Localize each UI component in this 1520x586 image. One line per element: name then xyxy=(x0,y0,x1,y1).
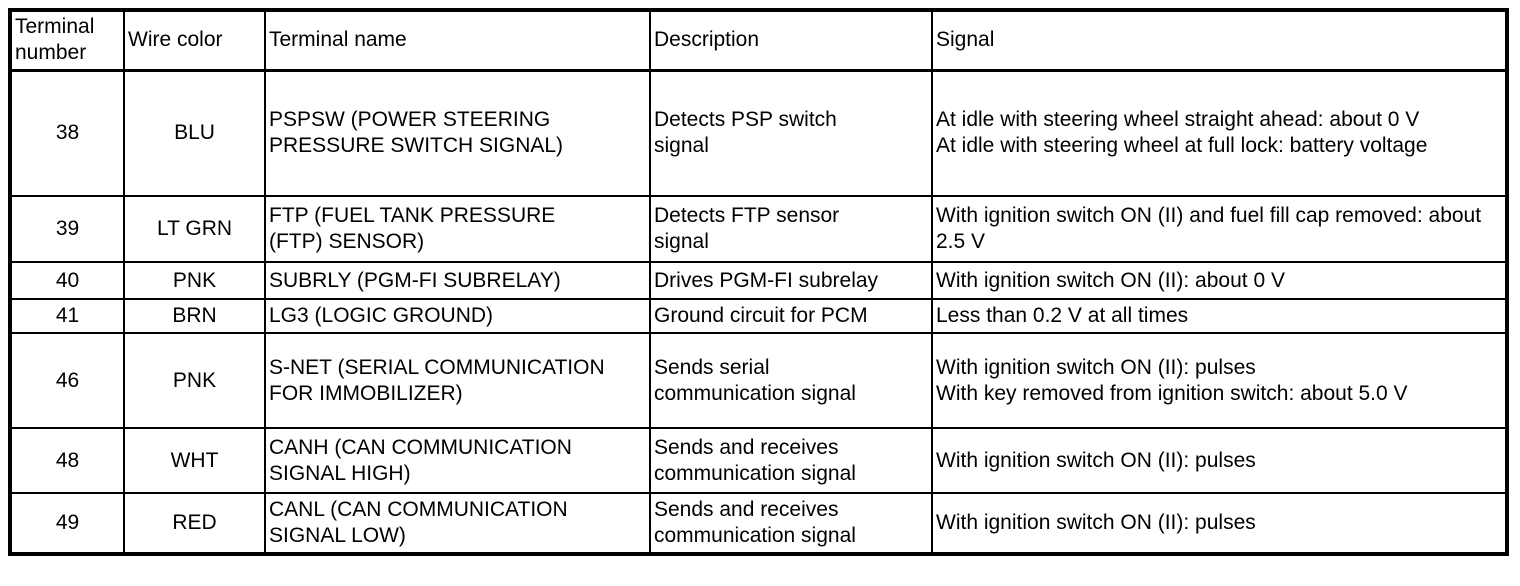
signal-cell: With ignition switch ON (II): pulses xyxy=(931,427,1508,494)
description-cell: Detects FTP sensor signal xyxy=(649,195,933,263)
wire-color-cell: BRN xyxy=(123,298,266,334)
terminal-number-cell: 38 xyxy=(9,69,125,197)
terminal-name-cell: S-NET (SERIAL COMMUNICATION FOR IMMOBILI… xyxy=(264,332,651,429)
table-header-row: Terminal number Wire color Terminal name… xyxy=(9,9,1508,72)
table-row: 38 BLU PSPSW (POWER STEERING PRESSURE SW… xyxy=(9,69,1508,197)
table-row: 46 PNK S-NET (SERIAL COMMUNICATION FOR I… xyxy=(9,332,1508,429)
wire-color-cell: RED xyxy=(123,492,266,555)
column-header-terminal-name: Terminal name xyxy=(264,9,651,72)
terminal-name-cell: PSPSW (POWER STEERING PRESSURE SWITCH SI… xyxy=(264,69,651,197)
wire-color-cell: LT GRN xyxy=(123,195,266,263)
column-header-description: Description xyxy=(649,9,933,72)
description-cell: Sends serial communication signal xyxy=(649,332,933,429)
signal-cell: With ignition switch ON (II): pulses xyxy=(931,492,1508,555)
wire-color-cell: PNK xyxy=(123,332,266,429)
wire-color-cell: PNK xyxy=(123,261,266,300)
terminal-number-cell: 41 xyxy=(9,298,125,334)
description-cell: Sends and receives communication signal xyxy=(649,427,933,494)
description-cell: Sends and receives communication signal xyxy=(649,492,933,555)
signal-line: At idle with steering wheel at full lock… xyxy=(936,134,1428,158)
signal-cell: With ignition switch ON (II) and fuel fi… xyxy=(931,195,1508,263)
terminal-name-cell: CANH (CAN COMMUNICATION SIGNAL HIGH) xyxy=(264,427,651,494)
terminal-name-cell: SUBRLY (PGM-FI SUBRELAY) xyxy=(264,261,651,300)
table-header: Terminal number Wire color Terminal name… xyxy=(9,9,1508,72)
signal-cell: At idle with steering wheel straight ahe… xyxy=(931,69,1508,197)
terminal-name-cell: LG3 (LOGIC GROUND) xyxy=(264,298,651,334)
table-row: 49 RED CANL (CAN COMMUNICATION SIGNAL LO… xyxy=(9,492,1508,555)
signal-cell: With ignition switch ON (II): pulses Wit… xyxy=(931,332,1508,429)
signal-line: With ignition switch ON (II): pulses xyxy=(936,448,1256,472)
signal-line: With ignition switch ON (II): pulses xyxy=(936,511,1256,534)
column-header-terminal-number: Terminal number xyxy=(9,9,125,72)
terminal-number-cell: 46 xyxy=(9,332,125,429)
terminal-number-cell: 48 xyxy=(9,427,125,494)
terminal-number-cell: 39 xyxy=(9,195,125,263)
terminal-number-cell: 49 xyxy=(9,492,125,555)
signal-cell: Less than 0.2 V at all times xyxy=(931,298,1508,334)
terminal-name-cell: FTP (FUEL TANK PRESSURE (FTP) SENSOR) xyxy=(264,195,651,263)
description-cell: Ground circuit for PCM xyxy=(649,298,933,334)
wire-color-cell: WHT xyxy=(123,427,266,494)
column-header-wire-color: Wire color xyxy=(123,9,266,72)
terminal-table: Terminal number Wire color Terminal name… xyxy=(8,8,1509,556)
signal-line: With ignition switch ON (II) and fuel fi… xyxy=(936,204,1482,253)
wire-color-cell: BLU xyxy=(123,69,266,197)
signal-line: With ignition switch ON (II): pulses xyxy=(936,355,1256,379)
table-row: 40 PNK SUBRLY (PGM-FI SUBRELAY) Drives P… xyxy=(9,261,1508,300)
table-body: 38 BLU PSPSW (POWER STEERING PRESSURE SW… xyxy=(9,69,1508,555)
terminal-number-cell: 40 xyxy=(9,261,125,300)
description-cell: Drives PGM-FI subrelay xyxy=(649,261,933,300)
description-cell: Detects PSP switch signal xyxy=(649,69,933,197)
signal-line: With ignition switch ON (II): about 0 V xyxy=(936,268,1285,292)
signal-line: At idle with steering wheel straight ahe… xyxy=(936,108,1420,132)
table-row: 41 BRN LG3 (LOGIC GROUND) Ground circuit… xyxy=(9,298,1508,334)
terminal-name-cell: CANL (CAN COMMUNICATION SIGNAL LOW) xyxy=(264,492,651,555)
table-row: 48 WHT CANH (CAN COMMUNICATION SIGNAL HI… xyxy=(9,427,1508,494)
column-header-signal: Signal xyxy=(931,9,1508,72)
signal-line: With key removed from ignition switch: a… xyxy=(936,381,1408,405)
signal-cell: With ignition switch ON (II): about 0 V xyxy=(931,261,1508,300)
table-row: 39 LT GRN FTP (FUEL TANK PRESSURE (FTP) … xyxy=(9,195,1508,263)
signal-line: Less than 0.2 V at all times xyxy=(936,304,1189,327)
